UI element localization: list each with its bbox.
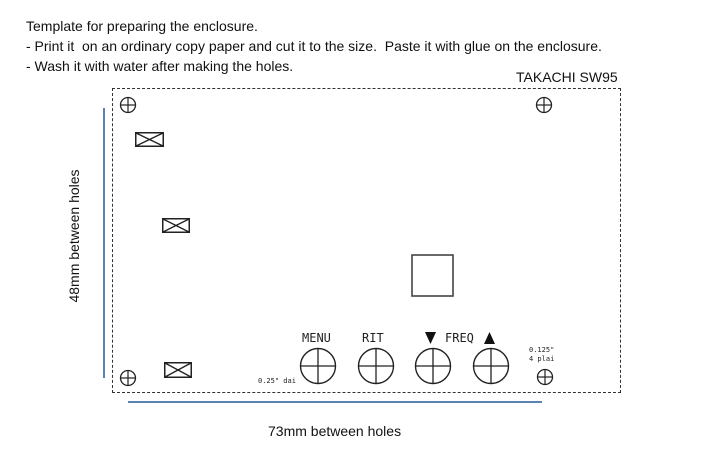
instruction-wash: - Wash it with water after making the ho… <box>26 58 294 74</box>
mount-hole-top-right-icon <box>535 96 553 114</box>
button-label-freq: FREQ <box>445 331 474 345</box>
enclosure-cut-outline <box>112 88 621 393</box>
cutout-box-3-icon <box>164 362 192 378</box>
cutout-box-2-icon <box>162 218 190 233</box>
button-hole-menu-icon <box>299 347 337 385</box>
button-hole-freq-up-icon <box>472 347 510 385</box>
horizontal-dimension-label: 73mm between holes <box>268 423 402 439</box>
instruction-print: - Print it on an ordinary copy paper and… <box>26 38 602 54</box>
arrow-up-icon <box>484 332 495 344</box>
arrow-down-icon <box>425 332 436 344</box>
enclosure-model-label: TAKACHI SW95 <box>516 69 618 85</box>
mount-hole-bottom-left-icon <box>119 369 137 387</box>
horizontal-dimension-line <box>128 401 542 403</box>
vertical-dimension-label: 48mm between holes <box>66 169 82 303</box>
square-cutout-icon <box>411 254 454 297</box>
cutout-box-1-icon <box>135 132 164 147</box>
mount-hole-size-annotation: 0.125" <box>529 346 555 354</box>
mount-hole-top-left-icon <box>119 96 137 114</box>
mount-hole-bottom-right-icon <box>536 368 554 386</box>
template-title: Template for preparing the enclosure. <box>26 18 258 34</box>
button-label-menu: MENU <box>302 331 331 345</box>
button-hole-rit-icon <box>357 347 395 385</box>
mount-hole-count-annotation: 4 plai <box>529 355 555 363</box>
vertical-dimension-line <box>103 108 105 378</box>
button-hole-size-annotation: 0.25" dai <box>258 377 296 385</box>
button-hole-freq-down-icon <box>414 347 452 385</box>
button-label-rit: RIT <box>362 331 384 345</box>
